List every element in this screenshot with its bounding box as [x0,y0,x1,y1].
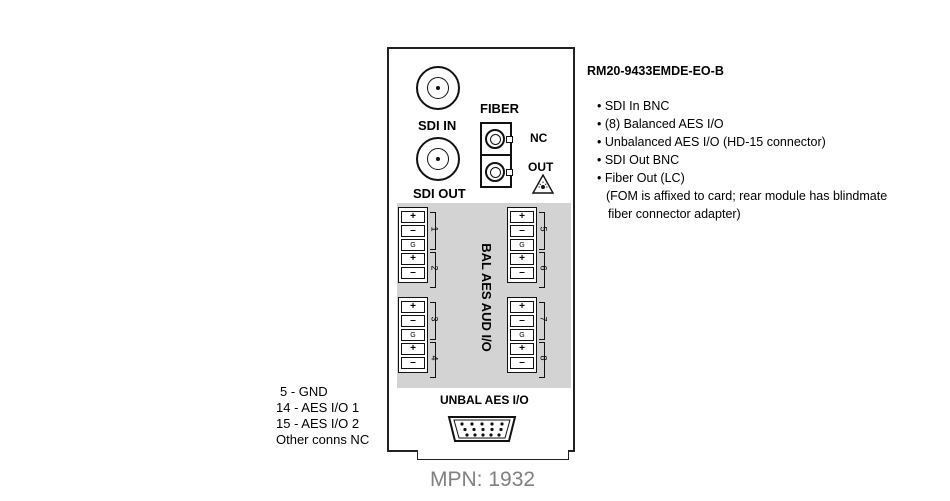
fiber-out-label: OUT [528,160,554,174]
terminal-gnd: G [510,329,534,341]
terminal-minus: – [401,267,425,279]
hd15-pin [481,427,485,432]
channel-number: 3 [429,316,440,322]
feature-item: • (8) Balanced AES I/O [597,117,724,131]
channel-number: 5 [538,226,549,232]
channel-bracket [539,342,545,378]
hd15-pin [490,427,494,432]
model-title: RM20-9433EMDE-EO-B [587,64,724,78]
fiber-out-port [485,162,505,182]
channel-number: 7 [538,316,549,322]
feature-note: (FOM is affixed to card; rear module has… [606,189,888,203]
aes-terminal-block: + – G + – [507,207,537,283]
fiber-nc-latch [506,136,513,143]
feature-item: • Unbalanced AES I/O (HD-15 connector) [597,135,826,149]
mpn-label: MPN: 1932 [430,468,536,491]
terminal-minus: – [401,357,425,369]
hd15-pin [472,427,476,432]
terminal-gnd: G [510,239,534,251]
hd15-pin [460,422,464,426]
sdi-in-bnc-connector [416,66,460,110]
terminal-gnd: G [401,239,425,251]
aes-terminal-block: + – G + – [507,297,537,373]
pinout-line: 5 - GND [280,384,328,399]
channel-number: 1 [429,226,440,232]
fiber-out-latch [506,169,513,176]
terminal-minus: – [510,315,534,327]
fiber-nc-port [485,129,505,149]
hd15-pin [463,427,467,432]
pinout-line: Other conns NC [276,432,370,447]
hd15-pin [497,433,501,437]
sdi-out-bnc-connector [416,137,460,181]
hd15-pin [499,427,503,432]
channel-bracket [430,342,436,378]
sdi-in-label: SDI IN [418,118,457,133]
terminal-plus: + [510,253,534,265]
channel-bracket [430,252,436,288]
feature-list: • SDI In BNC • (8) Balanced AES I/O • Un… [597,97,887,223]
terminal-plus: + [401,343,425,355]
hd15-pin [481,433,485,437]
hd15-pin [500,422,504,426]
terminal-plus: + [401,253,425,265]
channel-number: 8 [538,355,549,361]
channel-bracket [539,302,545,340]
bal-aes-label: BAL AES AUD I/O [478,242,494,352]
channel-number: 2 [429,265,440,271]
terminal-plus: + [510,211,534,223]
channel-bracket [539,212,545,250]
fiber-nc-label: NC [530,131,548,145]
hd15-pin [480,422,484,426]
hd15-pin [470,422,474,426]
channel-number: 6 [538,265,549,271]
channel-bracket [539,252,545,288]
terminal-minus: – [510,357,534,369]
terminal-plus: + [510,301,534,313]
pinout-line: 15 - AES I/O 2 [276,416,360,431]
terminal-minus: – [510,267,534,279]
hd15-pin [489,433,493,437]
terminal-plus: + [401,211,425,223]
hd15-connector-icon [447,416,517,442]
feature-item: • Fiber Out (LC) [597,171,685,185]
pinout-notes: 5 - GND 14 - AES I/O 1 15 - AES I/O 2 Ot… [276,384,369,448]
aes-terminal-block: + – G + – [398,297,428,373]
fiber-label: FIBER [480,101,519,116]
terminal-minus: – [401,225,425,237]
channel-number: 4 [429,355,440,361]
channel-bracket [430,302,436,340]
sdi-out-label: SDI OUT [413,186,466,201]
hd15-pin [490,422,494,426]
feature-note: fiber connector adapter) [608,207,741,221]
hd15-pin [465,433,469,437]
laser-warning-icon [532,174,554,194]
terminal-minus: – [401,315,425,327]
terminal-gnd: G [401,329,425,341]
card-edge-tab [417,450,569,460]
lc-divider [480,154,512,156]
terminal-plus: + [401,301,425,313]
feature-item: • SDI Out BNC [597,153,680,167]
aes-terminal-block: + – G + – [398,207,428,283]
channel-bracket [430,212,436,250]
terminal-plus: + [510,343,534,355]
terminal-minus: – [510,225,534,237]
unbal-aes-label: UNBAL AES I/O [440,393,529,407]
hd15-pin [473,433,477,437]
feature-item: • SDI In BNC [597,99,670,113]
pinout-line: 14 - AES I/O 1 [276,400,360,415]
